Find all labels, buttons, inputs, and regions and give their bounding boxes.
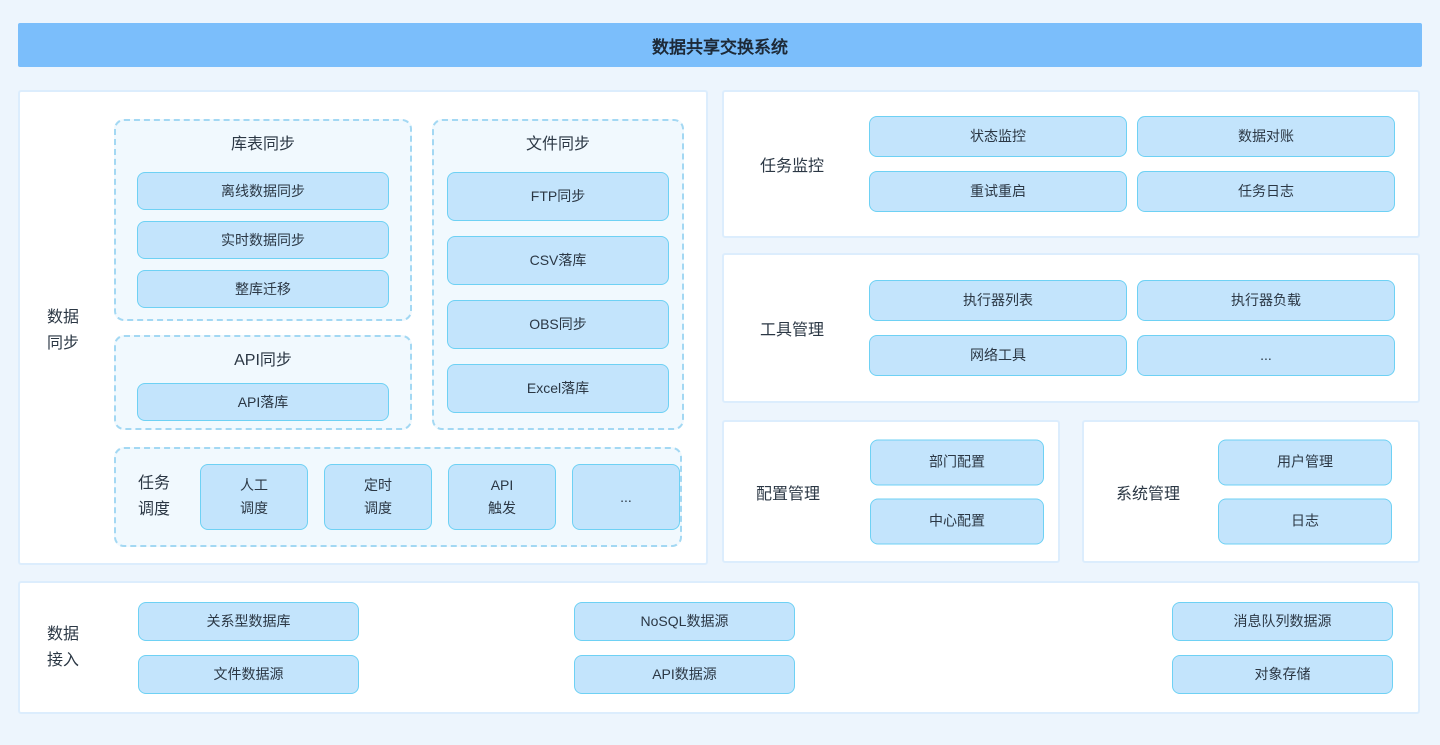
system-title: 数据共享交换系统 — [652, 37, 788, 57]
box-obs-sync: OBS同步 — [447, 300, 669, 349]
system-title-bar: 数据共享交换系统 — [18, 23, 1422, 67]
panel-task-monitor: 任务监控 状态监控 数据对账 重试重启 任务日志 — [722, 90, 1420, 238]
box-task-log: 任务日志 — [1137, 171, 1395, 212]
panel-label-data-sync: 数据 同步 — [47, 309, 80, 352]
box-realtime-data-sync: 实时数据同步 — [137, 221, 389, 259]
panel-system-management: 系统管理 用户管理 日志 — [1082, 420, 1420, 563]
box-file-datasource: 文件数据源 — [138, 654, 359, 694]
box-api-load: API落库 — [137, 383, 389, 421]
box-ftp-sync: FTP同步 — [447, 172, 669, 221]
box-object-storage: 对象存储 — [1172, 654, 1393, 694]
box-full-db-migration: 整库迁移 — [137, 270, 389, 308]
box-api-trigger: API 触发 — [448, 464, 556, 530]
panel-label-config-management: 配置管理 — [756, 485, 821, 503]
panel-label-tool-management: 工具管理 — [760, 322, 825, 339]
box-api-datasource: API数据源 — [574, 654, 795, 694]
box-status-monitor: 状态监控 — [869, 116, 1127, 157]
box-schedule-more: ... — [572, 464, 680, 530]
box-department-config: 部门配置 — [870, 439, 1044, 485]
group-items-file-sync: FTP同步 CSV落库 OBS同步 Excel落库 — [434, 172, 682, 413]
data-access-col-2: NoSQL数据源 API数据源 — [574, 601, 795, 694]
group-items-task-schedule: 人工 调度 定时 调度 API 触发 ... — [200, 464, 680, 530]
group-title-table-sync: 库表同步 — [230, 136, 295, 153]
box-mq-datasource: 消息队列数据源 — [1172, 601, 1393, 641]
box-log: 日志 — [1218, 498, 1392, 544]
data-access-col-3: 消息队列数据源 对象存储 — [1172, 601, 1393, 694]
box-center-config: 中心配置 — [870, 498, 1044, 544]
box-tools-more: ... — [1137, 335, 1395, 376]
data-access-col-1: 关系型数据库 文件数据源 — [138, 601, 359, 694]
group-items-table-sync: 离线数据同步 实时数据同步 整库迁移 — [116, 172, 410, 308]
group-label-task-schedule: 任务 调度 — [138, 475, 171, 518]
box-timed-schedule: 定时 调度 — [324, 464, 432, 530]
group-task-schedule: 任务 调度 人工 调度 定时 调度 API 触发 ... — [114, 447, 682, 547]
panel-items-task-monitor: 状态监控 数据对账 重试重启 任务日志 — [869, 116, 1395, 212]
group-table-sync: 库表同步 离线数据同步 实时数据同步 整库迁移 — [114, 119, 412, 321]
panel-items-tool-management: 执行器列表 执行器负载 网络工具 ... — [869, 280, 1395, 376]
panel-label-data-access: 数据 接入 — [47, 625, 80, 669]
box-user-management: 用户管理 — [1218, 439, 1392, 485]
box-network-tools: 网络工具 — [869, 335, 1127, 376]
panel-config-management: 配置管理 部门配置 中心配置 — [722, 420, 1060, 563]
box-nosql-datasource: NoSQL数据源 — [574, 601, 795, 641]
panel-label-task-monitor: 任务监控 — [760, 158, 825, 175]
panel-label-system-management: 系统管理 — [1116, 485, 1181, 503]
box-manual-schedule: 人工 调度 — [200, 464, 308, 530]
box-relational-db: 关系型数据库 — [138, 601, 359, 641]
group-title-file-sync: 文件同步 — [525, 136, 590, 153]
box-executor-load: 执行器负载 — [1137, 280, 1395, 321]
panel-items-config-management: 部门配置 中心配置 — [870, 439, 1044, 544]
panel-data-sync: 数据 同步 库表同步 离线数据同步 实时数据同步 整库迁移 文件同步 FTP同步… — [18, 90, 708, 565]
box-data-reconciliation: 数据对账 — [1137, 116, 1395, 157]
group-file-sync: 文件同步 FTP同步 CSV落库 OBS同步 Excel落库 — [432, 119, 684, 430]
panel-tool-management: 工具管理 执行器列表 执行器负载 网络工具 ... — [722, 253, 1420, 403]
box-offline-data-sync: 离线数据同步 — [137, 172, 389, 210]
box-excel-load: Excel落库 — [447, 364, 669, 413]
box-retry-restart: 重试重启 — [869, 171, 1127, 212]
panel-data-access: 数据 接入 关系型数据库 文件数据源 NoSQL数据源 API数据源 消息队列数… — [18, 581, 1420, 714]
group-items-api-sync: API落库 — [116, 383, 410, 421]
box-csv-load: CSV落库 — [447, 236, 669, 285]
panel-items-system-management: 用户管理 日志 — [1218, 439, 1392, 544]
group-api-sync: API同步 API落库 — [114, 335, 412, 430]
group-title-api-sync: API同步 — [234, 352, 292, 369]
box-executor-list: 执行器列表 — [869, 280, 1127, 321]
